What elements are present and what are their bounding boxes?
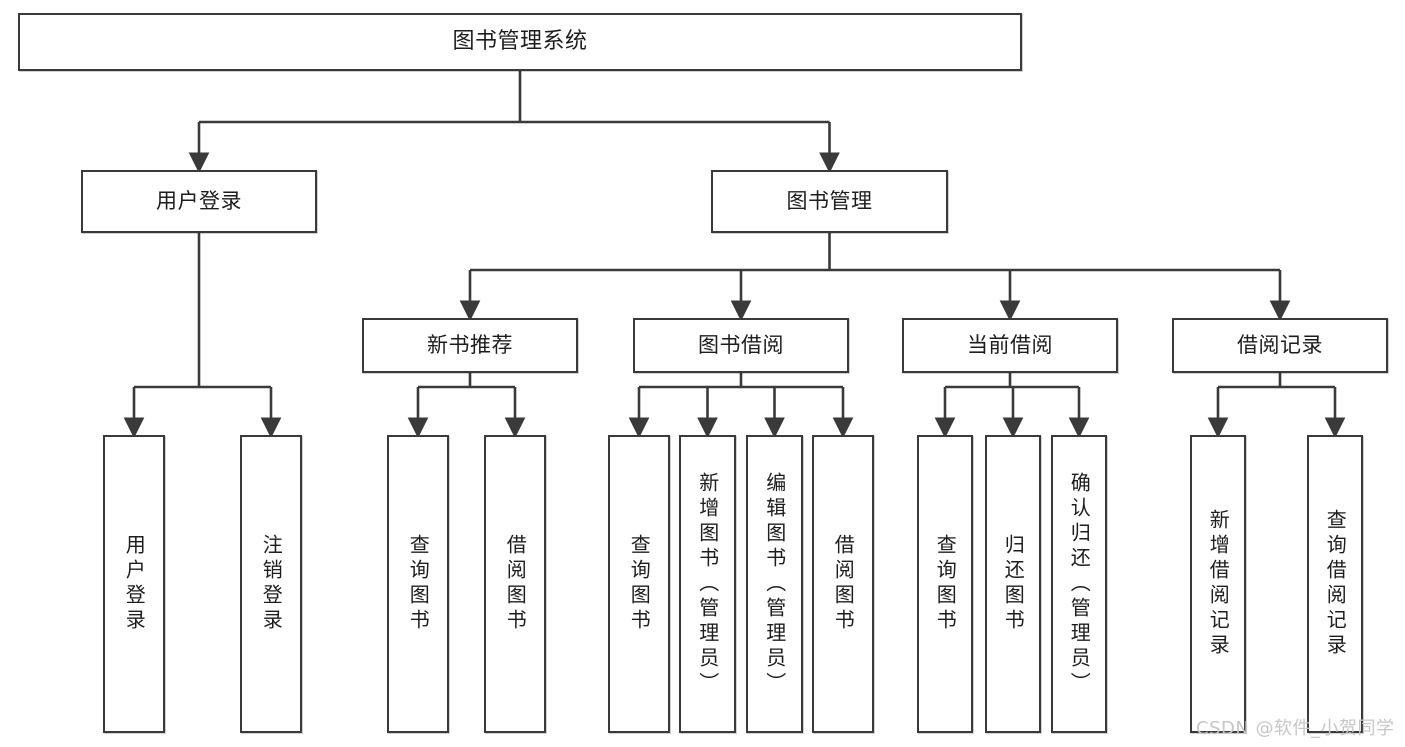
node-label: 查询图书 (627, 534, 652, 634)
node-label: 新书推荐 (427, 332, 513, 357)
node-label: 新增借阅记录 (1206, 509, 1231, 659)
node-label: 归还图书 (1001, 534, 1026, 634)
node-label: 用户登录 (122, 534, 147, 634)
node-bookmgmt[interactable]: 图书管理 (711, 170, 948, 233)
node-leaf-userlogin[interactable]: 用户登录 (103, 435, 165, 733)
node-label: 确认归还（管理员） (1067, 471, 1092, 697)
node-leaf-query1[interactable]: 查询图书 (387, 435, 449, 733)
node-label: 借阅记录 (1237, 332, 1323, 357)
node-borrow[interactable]: 图书借阅 (633, 318, 849, 373)
node-current[interactable]: 当前借阅 (902, 318, 1118, 373)
node-login[interactable]: 用户登录 (81, 170, 317, 233)
node-leaf-addrec[interactable]: 新增借阅记录 (1190, 435, 1246, 733)
node-label: 当前借阅 (967, 332, 1053, 357)
node-leaf-query2[interactable]: 查询图书 (608, 435, 670, 733)
node-leaf-editbook[interactable]: 编辑图书（管理员） (746, 435, 803, 733)
node-label: 图书管理系统 (452, 28, 588, 54)
node-label: 图书管理 (786, 188, 873, 213)
node-records[interactable]: 借阅记录 (1172, 318, 1388, 373)
node-label: 用户登录 (156, 188, 242, 213)
node-leaf-borrow2[interactable]: 借阅图书 (812, 435, 874, 733)
node-label: 注销登录 (259, 534, 284, 634)
node-leaf-query3[interactable]: 查询图书 (917, 435, 973, 733)
node-leaf-confirm[interactable]: 确认归还（管理员） (1051, 435, 1107, 733)
node-root[interactable]: 图书管理系统 (18, 13, 1022, 71)
node-leaf-addbook[interactable]: 新增图书（管理员） (679, 435, 736, 733)
node-label: 新增图书（管理员） (695, 471, 720, 697)
node-leaf-borrow1[interactable]: 借阅图书 (484, 435, 546, 733)
node-leaf-queryrec[interactable]: 查询借阅记录 (1307, 435, 1363, 733)
node-newbook[interactable]: 新书推荐 (362, 318, 578, 373)
node-label: 查询图书 (406, 534, 431, 634)
node-label: 查询借阅记录 (1323, 509, 1348, 659)
node-label: 查询图书 (933, 534, 958, 634)
watermark-label: CSDN @软件_小贺同学 (1196, 718, 1395, 739)
node-label: 编辑图书（管理员） (762, 471, 787, 697)
node-label: 借阅图书 (831, 534, 856, 634)
node-label: 借阅图书 (503, 534, 528, 634)
node-label: 图书借阅 (698, 332, 784, 357)
node-leaf-return[interactable]: 归还图书 (985, 435, 1041, 733)
node-leaf-logout[interactable]: 注销登录 (240, 435, 302, 733)
